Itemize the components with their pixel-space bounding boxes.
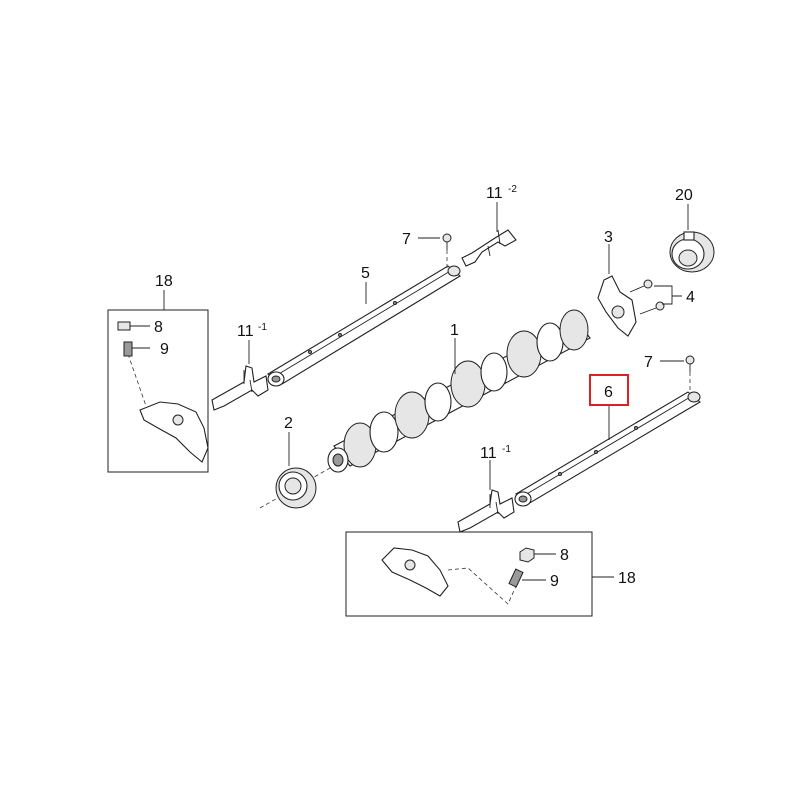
label-spring-clip-left-sup: -1 <box>258 322 267 333</box>
adjust-screw-left[interactable] <box>123 341 150 357</box>
cam-lobes <box>343 309 589 468</box>
spring-clip-top[interactable] <box>461 229 517 267</box>
leader-lines <box>248 202 689 490</box>
highlight-box <box>589 374 629 406</box>
shaft-bolt-right[interactable] <box>685 355 695 392</box>
adjust-nut-left[interactable] <box>117 321 150 331</box>
exhaust-rocker-shaft[interactable] <box>514 391 701 507</box>
label-thrust-washer: 20 <box>675 187 693 204</box>
label-camshaft: 1 <box>450 322 459 339</box>
label-rocker-kit-right: 18 <box>618 570 636 587</box>
label-spring-clip-bottom-sup: -1 <box>502 444 511 455</box>
label-screw-right: 9 <box>550 573 559 590</box>
label-oil-seal: 2 <box>284 415 293 432</box>
label-bolts: 4 <box>686 289 695 306</box>
label-rocker-bracket: 3 <box>604 229 613 246</box>
rocker-bracket[interactable] <box>597 275 637 337</box>
adjust-nut-right[interactable] <box>519 547 556 563</box>
spring-clip-bottom[interactable] <box>457 489 515 533</box>
rocker-kit-right-box <box>345 531 614 617</box>
spring-clip-left[interactable] <box>211 365 269 411</box>
adjust-screw-right[interactable] <box>508 568 546 588</box>
label-spring-clip-left: 11 <box>237 323 254 340</box>
rocker-kit-left-box <box>107 290 209 473</box>
label-spring-clip-top-sup: -2 <box>508 184 517 195</box>
label-exhaust-rocker-shaft: 6 <box>604 384 613 401</box>
rocker-arm-right[interactable] <box>381 547 517 605</box>
intake-rocker-shaft[interactable] <box>266 265 461 387</box>
shaft-bolt-top[interactable] <box>442 233 452 268</box>
thrust-washer[interactable] <box>669 231 715 273</box>
bracket-bolts[interactable] <box>629 279 665 315</box>
label-rocker-kit-left: 18 <box>155 273 173 290</box>
label-shaft-bolt-right: 7 <box>644 354 653 371</box>
label-spring-clip-top: 11 <box>486 185 503 202</box>
label-spring-clip-bottom: 11 <box>480 445 497 462</box>
label-shaft-bolt-top: 7 <box>402 231 411 248</box>
label-nut-right: 8 <box>560 547 569 564</box>
label-screw-left: 9 <box>160 341 169 358</box>
rocker-arm-left[interactable] <box>127 353 209 463</box>
label-intake-rocker-shaft: 5 <box>361 265 370 282</box>
label-nut-left: 8 <box>154 319 163 336</box>
camshaft[interactable] <box>259 309 591 509</box>
oil-seal[interactable] <box>275 467 317 509</box>
